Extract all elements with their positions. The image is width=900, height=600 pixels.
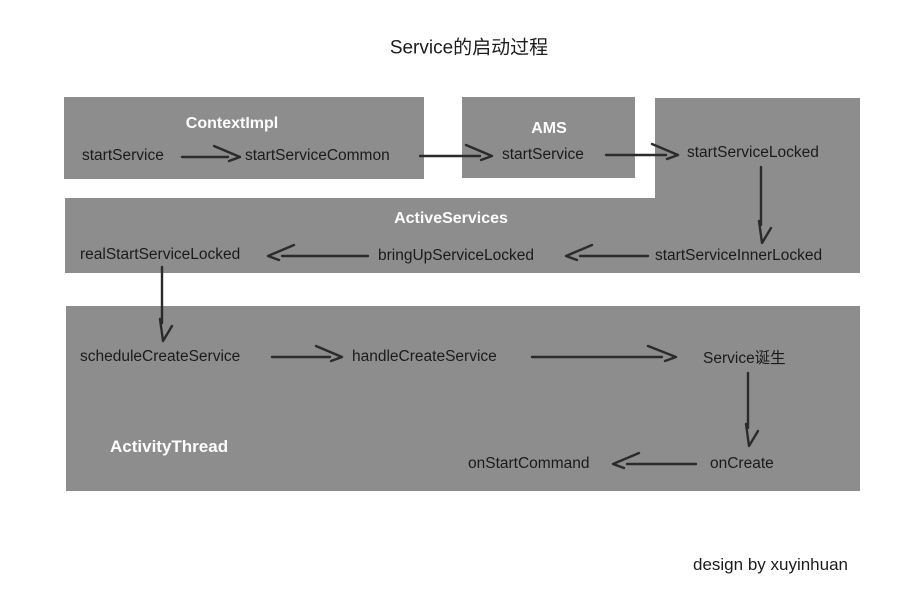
header-context-impl: ContextImpl <box>185 115 279 132</box>
box-system-server-right <box>655 98 860 273</box>
header-active-services: ActiveServices <box>394 210 508 227</box>
node-service-birth: Service诞生 <box>703 350 786 367</box>
box-active-services <box>65 198 655 273</box>
node-real-start-service-locked: realStartServiceLocked <box>80 246 241 263</box>
node-start-service-ams: startService <box>502 146 584 163</box>
diagram-title: Service的启动过程 <box>389 37 549 59</box>
box-context-impl <box>64 97 424 179</box>
header-ams: AMS <box>531 120 567 137</box>
header-activity-thread: ActivityThread <box>110 437 229 456</box>
node-start-service-locked: startServiceLocked <box>687 144 819 161</box>
node-start-service-context: startService <box>82 147 164 164</box>
credit-text: design by xuyinhuan <box>693 555 849 574</box>
node-on-create: onCreate <box>710 455 774 472</box>
node-handle-create-service: handleCreateService <box>352 348 497 365</box>
node-on-start-command: onStartCommand <box>468 455 590 472</box>
node-schedule-create-service: scheduleCreateService <box>80 348 241 365</box>
box-ams <box>462 97 635 178</box>
node-start-service-inner-locked: startServiceInnerLocked <box>655 247 823 264</box>
node-bring-up-service-locked: bringUpServiceLocked <box>378 247 534 264</box>
node-start-service-common: startServiceCommon <box>245 147 390 164</box>
box-activity-thread <box>66 306 860 491</box>
